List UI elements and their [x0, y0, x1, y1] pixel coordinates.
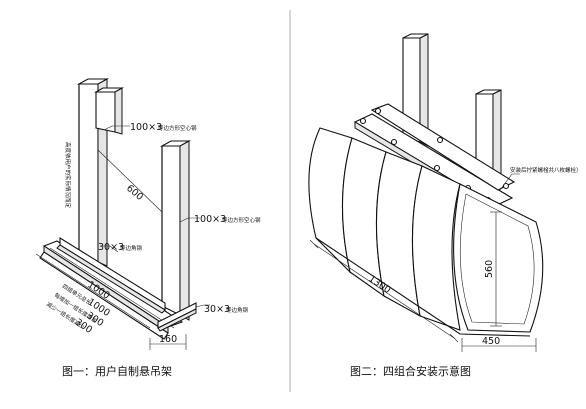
dim-line-450 — [461, 338, 537, 352]
label-tube-lower: 100×3 — [194, 214, 226, 225]
label-tube-upper: 100×3 — [130, 122, 162, 133]
angle-brace — [56, 237, 166, 314]
end-face — [453, 183, 544, 333]
top-tube — [93, 87, 125, 135]
leader-tube-lower — [179, 217, 200, 223]
label-tube-upper-note: 等边方形空心钢 — [158, 124, 197, 132]
bottom-edge — [315, 237, 531, 337]
height-note: 高度依用户的实际情况而定 — [64, 142, 72, 209]
right-caption: 图二：四组合安装示意图 — [350, 364, 471, 378]
unit-4 — [411, 165, 461, 331]
hanging-frame-drawing: 高度依用户的实际情况而定 100×3 等边方形空心钢 100×3 等边方形空心钢… — [35, 78, 261, 378]
label-angle-inner: 30×3 — [98, 242, 124, 253]
dim-560-value: 560 — [484, 260, 495, 278]
dim-line-1300 — [309, 239, 459, 343]
dim-line-1000 — [35, 253, 151, 329]
label-angle-outer: 30×3 — [204, 304, 230, 315]
dim-450-value: 450 — [482, 336, 500, 347]
leader-angle-inner — [102, 245, 119, 253]
four-unit-assembly-drawing: 安装后拧紧螺栓 （共八枚螺栓） 1300 560 450 图二：四组合安装示意图 — [308, 33, 582, 378]
dim-line-560 — [490, 211, 502, 327]
dim-160-value: 160 — [159, 334, 177, 345]
dim-line-160 — [149, 334, 187, 350]
left-caption: 图一：用户自制悬吊架 — [62, 364, 172, 378]
square-tube-front — [159, 140, 192, 321]
base-rail — [39, 240, 184, 340]
label-bolt: 安装后拧紧螺栓 — [510, 166, 549, 174]
leader-tube-upper — [103, 125, 130, 131]
label-bolt-note: （共八枚螺栓） — [543, 166, 582, 174]
dim-line-600 — [97, 149, 163, 213]
label-tube-lower-note: 等边方形空心钢 — [222, 216, 261, 224]
angle-foot — [157, 302, 197, 332]
leader-bolt — [499, 173, 520, 191]
label-angle-inner-note: 等边角钢 — [120, 244, 143, 252]
label-angle-outer-note: 等边角钢 — [226, 306, 249, 314]
dim-600-value: 600 — [124, 183, 145, 203]
leader-angle-outer — [195, 304, 210, 308]
